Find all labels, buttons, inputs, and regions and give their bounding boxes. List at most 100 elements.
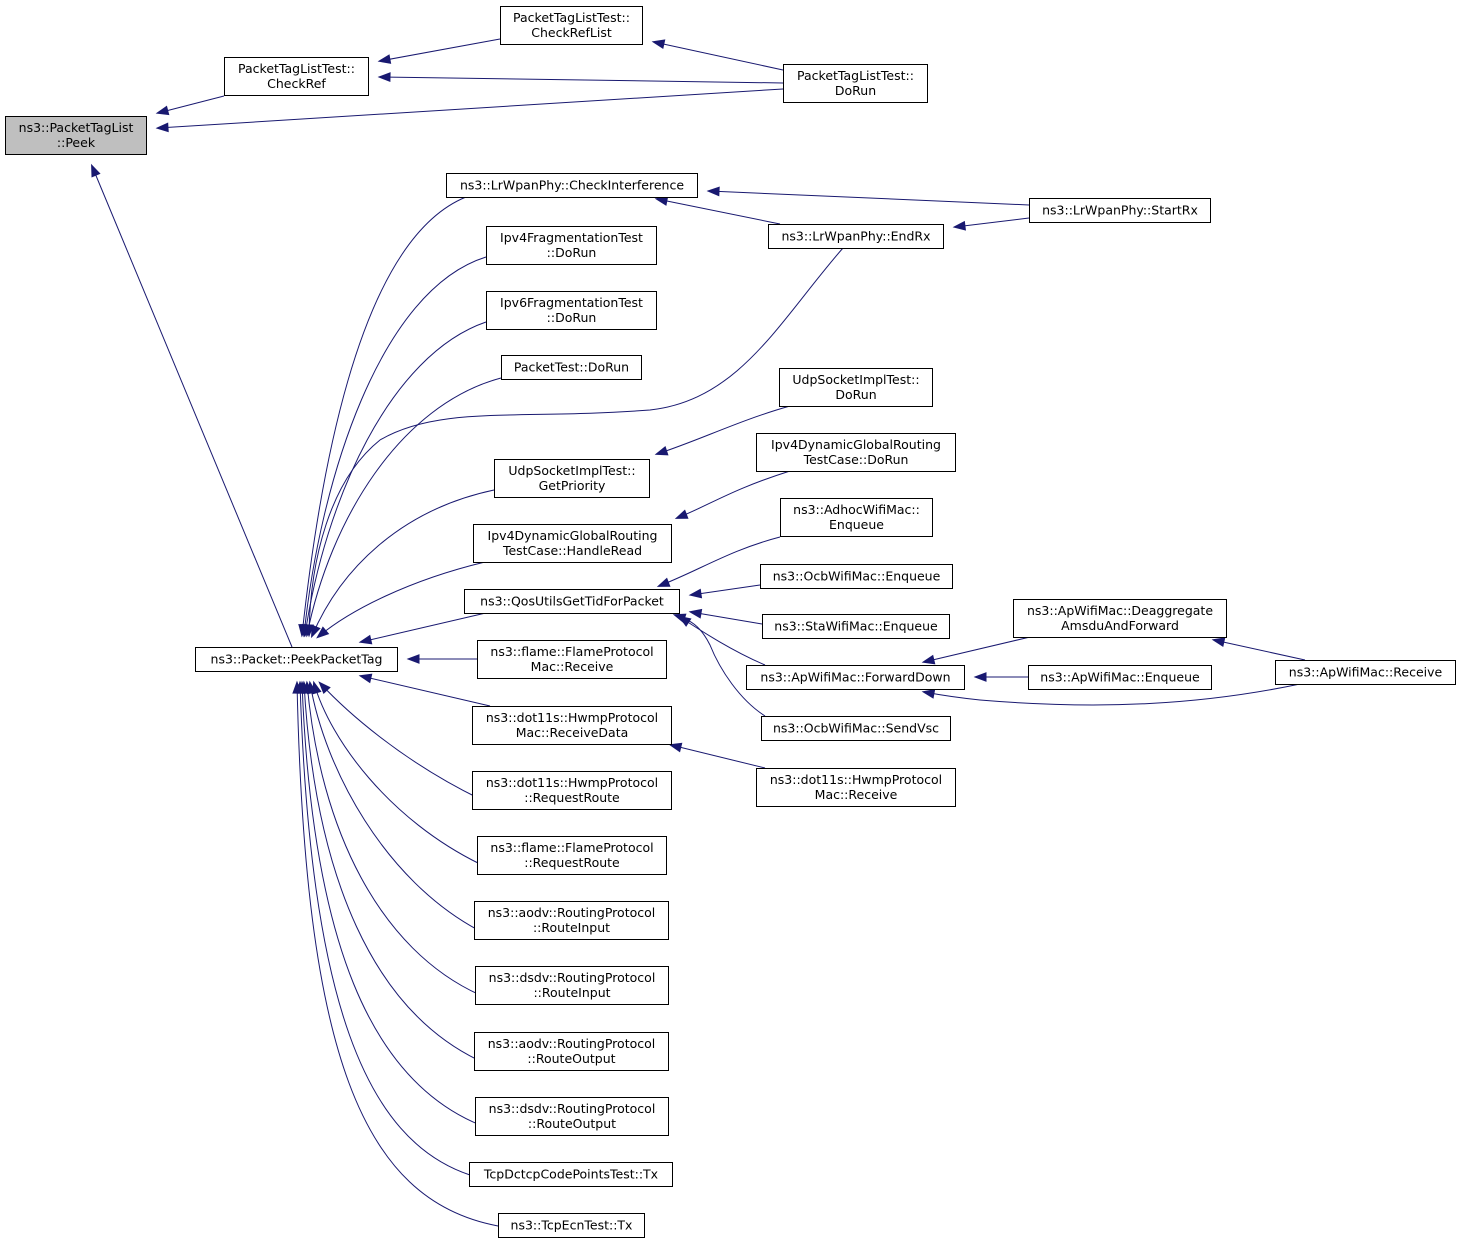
node-adhoc_enq[interactable]: ns3::AdhocWifiMac::Enqueue [780,498,933,537]
node-box[interactable] [475,966,669,1005]
edge-line [304,321,487,636]
node-ap_fwd[interactable]: ns3::ApWifiMac::ForwardDown [746,665,965,690]
node-flame_reqroute[interactable]: ns3::flame::FlameProtocol::RequestRoute [477,836,667,875]
node-peekpackettag[interactable]: ns3::Packet::PeekPacketTag [195,647,398,672]
node-ptl_dorun[interactable]: PacketTagListTest::DoRun [783,64,928,103]
node-box[interactable] [477,640,667,679]
node-box[interactable] [1029,198,1211,223]
edge-line [308,247,844,636]
node-hwmp_reqroute[interactable]: ns3::dot11s::HwmpProtocol::RequestRoute [472,771,672,810]
node-box[interactable] [756,433,956,472]
node-box[interactable] [762,614,950,639]
node-box[interactable] [474,1032,669,1071]
node-box[interactable] [464,589,680,614]
node-udp_dorun[interactable]: UdpSocketImplTest::DoRun [779,368,933,407]
node-box[interactable] [500,6,643,45]
node-sta_enq[interactable]: ns3::StaWifiMac::Enqueue [762,614,950,639]
node-box[interactable] [780,498,933,537]
node-aodv_in[interactable]: ns3::aodv::RoutingProtocol::RouteInput [474,901,669,940]
edge-line [1213,639,1306,661]
node-label-line: Ipv4DynamicGlobalRouting [771,437,941,452]
focus-node-box[interactable] [5,116,147,155]
node-box[interactable] [494,459,650,498]
edge-ptl_dorun-to-checkref [377,72,784,84]
node-checkinterference[interactable]: ns3::LrWpanPhy::CheckInterference [446,173,698,198]
edge-checkinterference-to-peekpackettag [298,196,467,638]
node-box[interactable] [475,1097,669,1136]
node-box[interactable] [486,291,657,330]
node-label-line: ::RequestRoute [524,790,620,805]
node-box[interactable] [779,368,933,407]
node-tcpecn[interactable]: ns3::TcpEcnTest::Tx [498,1213,645,1238]
node-ap_recv[interactable]: ns3::ApWifiMac::Receive [1275,660,1456,685]
node-label-line: PacketTagListTest:: [797,68,914,83]
node-packettest[interactable]: PacketTest::DoRun [501,355,642,380]
edge-startrx-to-endrx [952,217,1030,231]
node-box[interactable] [224,57,369,96]
node-label-line: TestCase::DoRun [803,452,909,467]
edge-ptl_dorun-to-peek [155,88,784,133]
node-box[interactable] [501,355,642,380]
edge-aodv_in-to-peekpackettag [306,680,479,931]
edge-line [301,196,467,636]
node-box[interactable] [761,716,951,741]
node-box[interactable] [473,524,672,563]
node-box[interactable] [783,64,928,103]
node-aodv_out[interactable]: ns3::aodv::RoutingProtocol::RouteOutput [474,1032,669,1071]
node-label-line: ns3::QosUtilsGetTidForPacket [480,594,664,609]
node-box[interactable] [746,665,965,690]
node-ap_enq[interactable]: ns3::ApWifiMac::Enqueue [1028,665,1212,690]
node-box[interactable] [472,771,672,810]
node-ipv4dyn_read[interactable]: Ipv4DynamicGlobalRoutingTestCase::Handle… [473,524,672,563]
edge-ipv6frag-to-peekpackettag [301,321,487,638]
node-box[interactable] [498,1213,645,1238]
arrow-head-icon [688,588,703,599]
node-ocb_vsc[interactable]: ns3::OcbWifiMac::SendVsc [761,716,951,741]
node-ipv4frag[interactable]: Ipv4FragmentationTest::DoRun [486,226,657,265]
node-box[interactable] [472,706,672,745]
node-hwmp_recvdata[interactable]: ns3::dot11s::HwmpProtocolMac::ReceiveDat… [472,706,672,745]
node-ipv6frag[interactable]: Ipv6FragmentationTest::DoRun [486,291,657,330]
node-dsdv_in[interactable]: ns3::dsdv::RoutingProtocol::RouteInput [475,966,669,1005]
arrow-head-icon [921,654,936,665]
arrow-head-icon [406,654,420,664]
nodes-layer: ns3::PacketTagList::Peek PacketTagListTes… [5,6,1456,1238]
node-startrx[interactable]: ns3::LrWpanPhy::StartRx [1029,198,1211,223]
edges-layer [91,38,1306,1227]
node-box[interactable] [760,564,953,589]
node-box[interactable] [768,224,944,249]
node-box[interactable] [195,647,398,672]
node-box[interactable] [474,901,669,940]
node-box[interactable] [1275,660,1456,685]
node-ocb_enq[interactable]: ns3::OcbWifiMac::Enqueue [760,564,953,589]
edge-line [303,682,479,1061]
arrow-head-icon [656,577,671,587]
edge-ipv4frag-to-peekpackettag [300,256,487,638]
node-checkref[interactable]: PacketTagListTest::CheckRef [224,57,369,96]
node-endrx[interactable]: ns3::LrWpanPhy::EndRx [768,224,944,249]
edge-dsdv_in-to-peekpackettag [303,680,481,996]
node-tcpdctcp[interactable]: TcpDctcpCodePointsTest::Tx [469,1162,673,1187]
arrow-head-icon [654,196,669,206]
node-box[interactable] [1013,599,1227,638]
node-udp_prio[interactable]: UdpSocketImplTest::GetPriority [494,459,650,498]
edge-line [306,682,481,996]
node-peek[interactable]: ns3::PacketTagList::Peek [5,116,147,155]
node-box[interactable] [756,768,956,807]
node-qostid[interactable]: ns3::QosUtilsGetTidForPacket [464,589,680,614]
node-box[interactable] [469,1162,673,1187]
edge-aodv_out-to-peekpackettag [299,680,479,1061]
node-box[interactable] [486,226,657,265]
node-box[interactable] [446,173,698,198]
node-dsdv_out[interactable]: ns3::dsdv::RoutingProtocol::RouteOutput [475,1097,669,1136]
node-box[interactable] [477,836,667,875]
node-checkreflist[interactable]: PacketTagListTest::CheckRefList [500,6,643,45]
edge-line [690,611,763,625]
node-label-line: ::DoRun [547,310,597,325]
node-ap_deagg[interactable]: ns3::ApWifiMac::DeaggregateAmsduAndForwa… [1013,599,1227,638]
edge-adhoc_enq-to-qostid [656,536,781,587]
node-box[interactable] [1028,665,1212,690]
